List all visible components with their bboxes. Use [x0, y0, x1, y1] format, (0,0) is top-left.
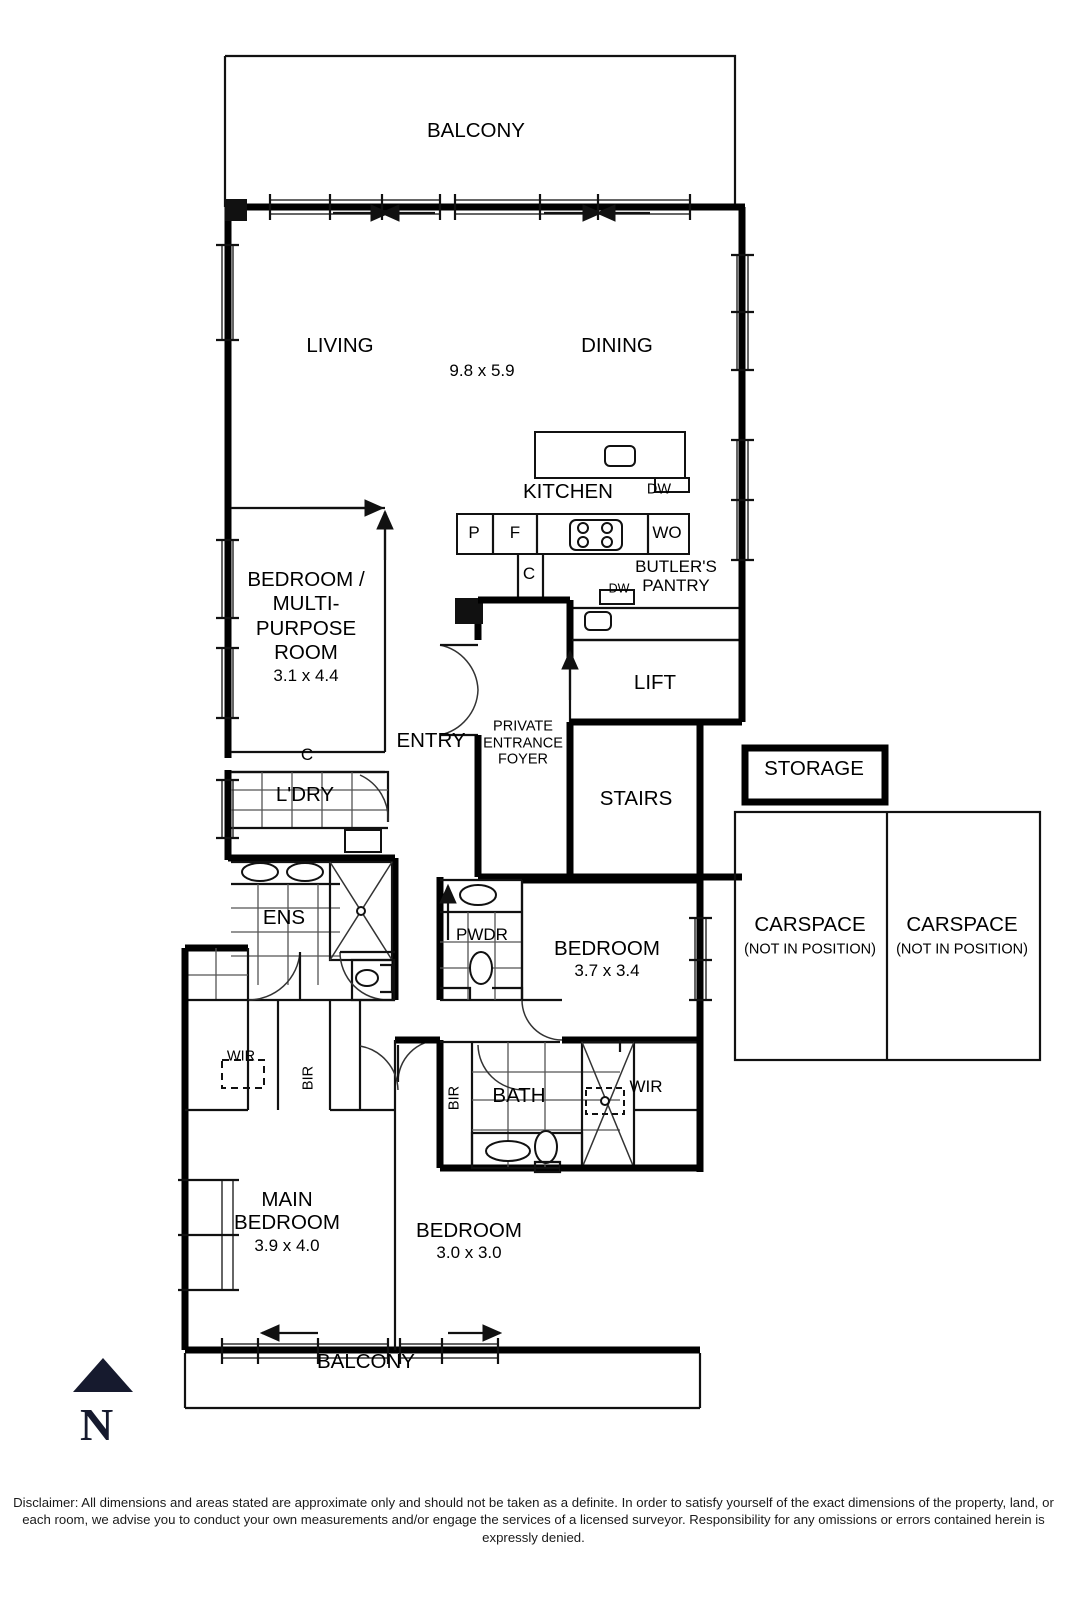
- room-label-bath: BATH: [492, 1084, 546, 1108]
- north-label: N: [80, 1399, 114, 1450]
- dimension-bedroom-2: 3.7 x 3.4: [574, 960, 640, 980]
- room-label-bedroom-2: BEDROOM: [554, 937, 660, 961]
- room-label-butlers-pantry-1: BUTLER'S: [635, 556, 717, 576]
- living-left-windows: [216, 243, 239, 342]
- kitchen-bench-run: [456, 513, 690, 600]
- room-label-butlers-pantry-2: PANTRY: [642, 575, 710, 595]
- bedroom-2-walls: [520, 876, 712, 1052]
- room-label-stairs: STAIRS: [599, 787, 673, 811]
- disclaimer-line-3: for any omissions or errors contained he…: [482, 1512, 1045, 1545]
- room-label-storage: STORAGE: [764, 757, 864, 781]
- structural-column: [225, 199, 247, 221]
- balcony-top-outline: [223, 54, 737, 207]
- note-carspace-1: (NOT IN POSITION): [744, 941, 876, 958]
- room-label-entry: ENTRY: [396, 729, 466, 753]
- room-label-mpr-2: MULTI-: [272, 592, 340, 616]
- living-right-windows: [731, 253, 754, 562]
- appliance-label-pantry: P: [468, 522, 480, 542]
- robe-label-bir-bath: BIR: [446, 1085, 463, 1111]
- balcony-bottom-outline: [183, 1324, 702, 1410]
- carspace-boxes: [733, 810, 1042, 1062]
- room-label-powder: PWDR: [456, 924, 508, 944]
- room-label-foyer-2: ENTRANCE: [483, 735, 563, 752]
- butlers-pantry-bench: [570, 589, 742, 642]
- north-arrow-icon: [73, 1358, 133, 1392]
- living-dining-walls: [224, 203, 746, 600]
- appliance-label-dw-kitchen: DW: [646, 481, 672, 498]
- room-label-balcony-bottom: BALCONY: [317, 1350, 415, 1374]
- appliance-label-fridge: F: [509, 522, 521, 542]
- robe-label-wir-main: WIR: [226, 1048, 256, 1065]
- room-label-laundry: L'DRY: [275, 783, 335, 807]
- room-label-mpr-3: PURPOSE: [255, 617, 357, 641]
- powder-room: [436, 877, 563, 1041]
- storage-box: [741, 744, 889, 806]
- cupboard-label-kitchen: C: [522, 563, 536, 583]
- room-label-dining: DINING: [581, 334, 653, 358]
- room-label-living: LIVING: [306, 334, 374, 358]
- bathroom-area: [396, 1039, 704, 1174]
- appliance-label-dw-butlers: DW: [608, 581, 630, 596]
- disclaimer-line-1: Disclaimer: All dimensions and areas sta…: [13, 1495, 915, 1510]
- room-label-bedroom-3: BEDROOM: [416, 1219, 522, 1243]
- dimension-mpr: 3.1 x 4.4: [273, 665, 339, 685]
- disclaimer: Disclaimer: All dimensions and areas sta…: [0, 1494, 1067, 1546]
- room-label-carspace-1: CARSPACE: [754, 913, 866, 937]
- room-label-mpr-1: BEDROOM /: [247, 568, 365, 592]
- room-label-ensuite: ENS: [262, 906, 306, 930]
- room-label-balcony-top: BALCONY: [427, 119, 525, 143]
- laundry-area: [216, 770, 390, 860]
- room-label-lift: LIFT: [633, 671, 677, 695]
- note-carspace-2: (NOT IN POSITION): [896, 941, 1028, 958]
- robe-label-wir-bed2: WIR: [629, 1076, 663, 1096]
- room-label-kitchen: KITCHEN: [523, 480, 613, 504]
- dimension-main-bedroom: 3.9 x 4.0: [254, 1235, 320, 1255]
- room-label-carspace-2: CARSPACE: [906, 913, 1018, 937]
- cupboard-label-hall: C: [300, 744, 314, 764]
- room-label-main-bedroom-2: BEDROOM: [234, 1211, 340, 1235]
- disclaimer-line-2: of the property, land, or each room, we …: [22, 1495, 1054, 1528]
- dimension-living-dining: 9.8 x 5.9: [449, 360, 515, 380]
- ensuite-area: [183, 854, 399, 1002]
- room-label-main-bedroom-1: MAIN: [261, 1188, 313, 1212]
- balcony-top-sliding-doors: [268, 194, 692, 222]
- room-label-foyer-1: PRIVATE: [493, 718, 553, 735]
- room-label-mpr-4: ROOM: [274, 641, 338, 665]
- kitchen-island: [534, 431, 690, 493]
- appliance-label-wall-oven: WO: [652, 522, 682, 542]
- dimension-bedroom-3: 3.0 x 3.0: [436, 1242, 502, 1262]
- robe-label-bir-main: BIR: [300, 1065, 317, 1091]
- room-label-foyer-3: FOYER: [498, 751, 548, 768]
- main-bedroom-robes: [178, 948, 395, 1350]
